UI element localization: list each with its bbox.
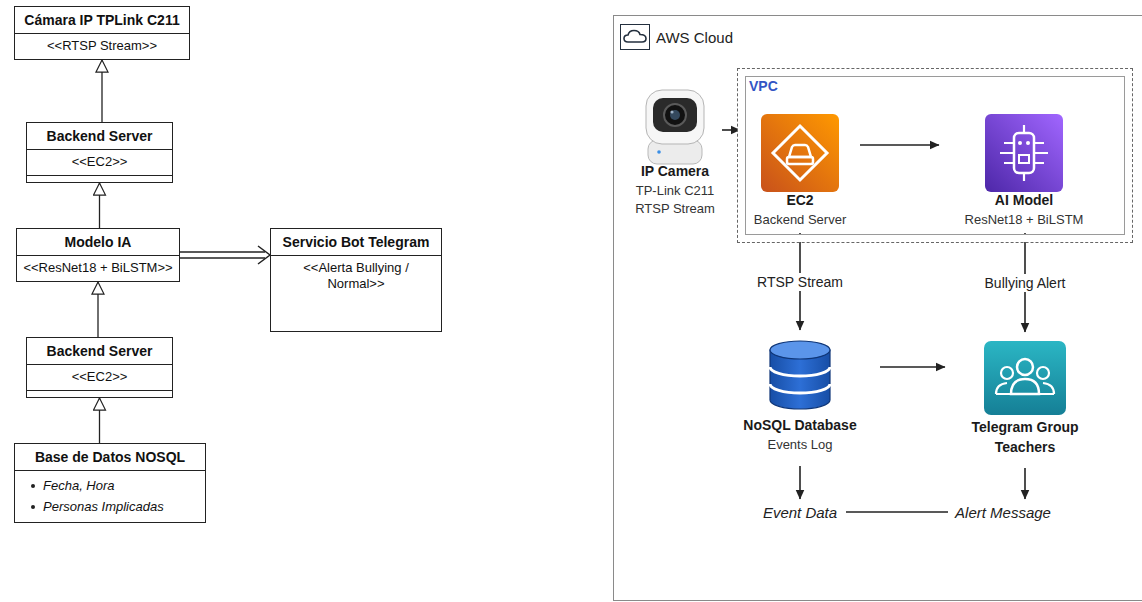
region-title: VPC [749, 78, 778, 94]
cloud-icon [620, 24, 650, 50]
stereotype: <<Alerta Bullying / Normal>> [275, 260, 437, 293]
node-icon [765, 338, 835, 416]
node-title: AI Model [939, 191, 1109, 211]
group-icon [983, 340, 1067, 416]
class-body: <<ResNet18 + BiLSTM>> [17, 256, 179, 281]
alert-arrow [1024, 468, 1026, 499]
uml-class-box: Modelo IA <<ResNet18 + BiLSTM>> [16, 228, 180, 282]
camera-icon [628, 88, 722, 168]
attribute-item: Fecha, Hora [19, 475, 201, 496]
vpc-region: VPC EC2Backend Server AI ModelResNet18 + B… [737, 68, 1133, 243]
node-icon [760, 113, 840, 197]
connector [102, 60, 103, 122]
connector [99, 183, 100, 228]
cloud-region: AWS CloudVPC EC2Backend Server AI ModelRes… [613, 15, 1142, 601]
flow-label: Event Data [763, 504, 837, 521]
node-subtitle: Backend Server [740, 211, 860, 229]
node-title: Telegram Group Teachers [960, 418, 1090, 457]
connector [180, 246, 270, 264]
stereotype: <<ResNet18 + BiLSTM>> [21, 260, 175, 276]
uml-class-box: Backend Server <<EC2>> [26, 337, 173, 398]
connector [860, 145, 939, 146]
node-title: IP Camera [628, 162, 722, 182]
node-subtitle: Events Log [720, 436, 880, 454]
stereotype: <<EC2>> [31, 154, 168, 170]
uml-class-box: Servicio Bot Telegram <<Alerta Bullying /… [270, 228, 442, 332]
class-name: Servicio Bot Telegram [271, 229, 441, 256]
camera-node: IP CameraTP-Link C211 RTSP Stream [628, 80, 722, 222]
class-body: <<RTSP Stream>> [15, 34, 189, 59]
connector [99, 398, 100, 443]
uml-class-box: Backend Server <<EC2>> [26, 122, 173, 183]
database-node: NoSQL DatabaseEvents Log [720, 330, 880, 460]
edge-label: RTSP Stream [752, 273, 848, 291]
attribute-item: Personas Implicadas [19, 496, 201, 517]
group-node: Telegram Group Teachers [945, 332, 1105, 462]
node-icon [984, 113, 1064, 197]
flow-label: Alert Message [955, 504, 1051, 521]
stereotype: <<RTSP Stream>> [19, 38, 185, 54]
class-body: Fecha, HoraPersonas Implicadas [15, 471, 205, 522]
connector [800, 233, 801, 330]
footer-flow [800, 466, 1025, 512]
node-title: EC2 [740, 191, 860, 211]
class-name: Backend Server [27, 338, 172, 365]
stereotype: <<EC2>> [31, 369, 168, 385]
edge-label: Bullying Alert [980, 274, 1071, 292]
node-title: NoSQL Database [720, 416, 880, 436]
region-title: AWS Cloud [656, 29, 733, 46]
connector [1025, 233, 1026, 332]
node-icon [983, 340, 1067, 420]
class-name: Backend Server [27, 123, 172, 150]
connector [98, 282, 99, 337]
class-body: <<EC2>> [27, 365, 172, 390]
footer-link [846, 511, 948, 512]
node-icon [628, 88, 722, 172]
uml-class-box: Base de Datos NOSQLFecha, HoraPersonas I… [14, 443, 206, 523]
database-icon [765, 338, 835, 412]
ec2-icon [760, 113, 840, 193]
compartment [27, 175, 172, 182]
region-icon [620, 24, 650, 54]
class-name: Cámara IP TPLink C211 [15, 7, 189, 34]
uml-class-box: Cámara IP TPLink C211 <<RTSP Stream>> [14, 6, 190, 60]
class-name: Modelo IA [17, 229, 179, 256]
ai-model-icon [984, 113, 1064, 193]
class-body: <<Alerta Bullying / Normal>> [271, 256, 441, 298]
connector [880, 367, 945, 368]
class-body: <<EC2>> [27, 150, 172, 175]
node-subtitle: TP-Link C211 RTSP Stream [628, 182, 722, 218]
service-node: EC2Backend Server [740, 105, 860, 233]
class-name: Base de Datos NOSQL [15, 444, 205, 471]
compartment [27, 390, 172, 397]
node-subtitle: ResNet18 + BiLSTM [939, 211, 1109, 229]
event-arrow [799, 466, 801, 499]
service-node: AI ModelResNet18 + BiLSTM [939, 105, 1109, 233]
